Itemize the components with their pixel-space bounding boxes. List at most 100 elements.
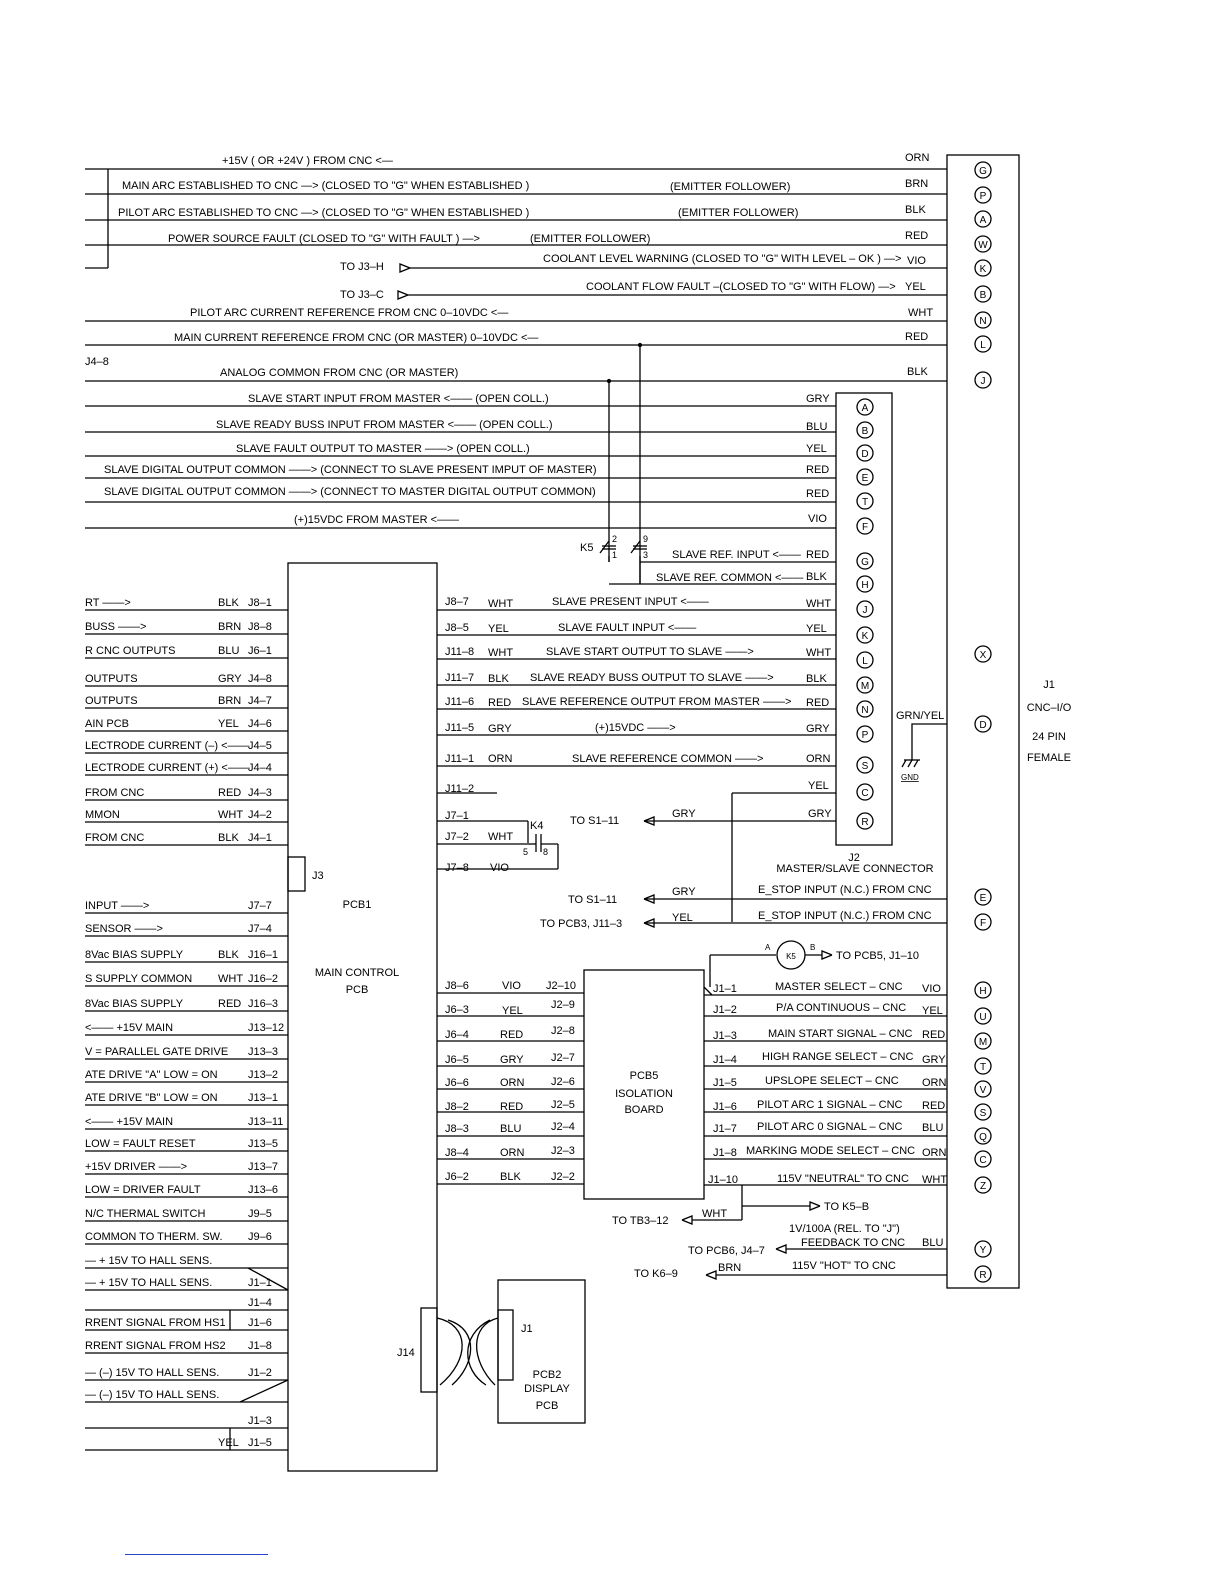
j2-pin-s-label: S xyxy=(862,761,869,772)
j3-connector xyxy=(287,856,306,892)
j1-pin-p-label: P xyxy=(980,191,987,202)
gnd-tick xyxy=(907,759,913,768)
j1-pin-e-label: E xyxy=(980,893,987,904)
slave-ref-common-label: SLAVE REF. COMMON <—— xyxy=(656,572,803,584)
j2-pin-m xyxy=(856,676,874,694)
pcb1-left-pin-11: J7–7 xyxy=(248,900,272,912)
j2-connector-body xyxy=(835,392,893,846)
pcb1-left-text-32: — (–) 15V TO HALL SENS. xyxy=(85,1389,219,1401)
power-fault-label: POWER SOURCE FAULT (CLOSED TO "G" WITH F… xyxy=(168,233,480,245)
pcb1-left-pin-25: J9–6 xyxy=(248,1231,272,1243)
footer-link-underline[interactable] xyxy=(125,1554,268,1555)
j2-pin-s xyxy=(856,756,874,774)
pcb5-board xyxy=(583,969,705,1200)
j1-pin-p xyxy=(974,186,992,204)
pcb1-left-color-9: WHT xyxy=(218,809,243,821)
pcb1-left-pin-20: J13–11 xyxy=(248,1116,283,1128)
pcb1-left-text-3: OUTPUTS xyxy=(85,673,138,685)
estop-2-label: E_STOP INPUT (N.C.) FROM CNC xyxy=(758,910,932,922)
estop-1-label: E_STOP INPUT (N.C.) FROM CNC xyxy=(758,884,932,896)
j1-pin-z-label: Z xyxy=(980,1181,986,1192)
pcb1-left-pin-1: J8–8 xyxy=(248,621,272,633)
w-15vdc-out-color: GRY xyxy=(806,723,830,735)
pcb1-left-text-25: COMMON TO THERM. SW. xyxy=(85,1231,223,1243)
p5l-1-p: J2–9 xyxy=(551,999,575,1011)
j1-pin-r-label: R xyxy=(979,1270,986,1281)
p5r-1-color: YEL xyxy=(922,1005,943,1017)
j1-pin-f-label: F xyxy=(980,918,986,929)
pcb1-right-wires: J8–7 WHT SLAVE PRESENT INPUT <—— WHT J8–… xyxy=(437,596,836,922)
k5-coil-label: K5 xyxy=(786,952,796,961)
w-slave-present-color: WHT xyxy=(806,598,831,610)
slave-ref-common-color: BLK xyxy=(806,571,827,583)
j1-pin-x-label: X xyxy=(980,650,987,661)
pcb1-left-color-34: YEL xyxy=(218,1437,239,1449)
pcb1-title1: MAIN CONTROL xyxy=(315,967,399,979)
w-j7-8-color: VIO xyxy=(490,862,509,874)
j1-pin-c-label: C xyxy=(979,1155,986,1166)
line-15v-color: ORN xyxy=(905,152,930,164)
pcb1-left-pin-34: J1–5 xyxy=(248,1437,272,1449)
pcb1-left-pin-18: J13–2 xyxy=(248,1069,278,1081)
pcb1-left-color-8: RED xyxy=(218,787,241,799)
j1-pin-l-label: L xyxy=(980,340,986,351)
p5r-5-color: RED xyxy=(922,1100,945,1112)
w-slave-fault-input-color: YEL xyxy=(806,623,827,635)
j1-pin-y xyxy=(974,1240,992,1258)
j1-connector-body xyxy=(946,154,1020,1289)
pcb1-left-pin-10: J4–1 xyxy=(248,832,272,844)
pcb5-title2: BOARD xyxy=(624,1104,663,1116)
p5r-3-p: J1–4 xyxy=(713,1054,737,1066)
p5r-5-p: J1–6 xyxy=(713,1101,737,1113)
p5l-2-p: J2–8 xyxy=(551,1025,575,1037)
feedback-color: BLU xyxy=(922,1237,943,1249)
pcb5-name: PCB5 xyxy=(630,1070,659,1082)
w-slave-ready-output: SLAVE READY BUSS OUTPUT TO SLAVE ——> xyxy=(530,672,774,684)
coolant-level-dest: TO J3–H xyxy=(340,261,384,273)
pcb2-title1: DISPLAY xyxy=(524,1383,570,1395)
estop-2-wire: YEL xyxy=(672,912,693,924)
pcb1-left-text-5: AIN PCB xyxy=(85,718,129,730)
pcb1-left-pin-33: J1–3 xyxy=(248,1415,272,1427)
pcb1-left-text-29: RRENT SIGNAL FROM HS1 xyxy=(85,1317,226,1329)
pcb1-left-pin-27: J1–1 xyxy=(248,1277,272,1289)
k5-coil: K5 A B TO PCB5, J1–10 xyxy=(709,940,919,987)
p5l-7-j: J8–4 xyxy=(445,1147,469,1159)
gnd-label: GND xyxy=(901,773,919,782)
k5-label: K5 xyxy=(580,542,593,554)
power-fault-color: RED xyxy=(905,230,928,242)
p5r-2-color: RED xyxy=(922,1029,945,1041)
k5-p9: 9 xyxy=(643,534,648,544)
w-j11-7: J11–7 xyxy=(445,672,474,684)
p5r-3-label: HIGH RANGE SELECT – CNC xyxy=(762,1051,913,1063)
j14-connector xyxy=(420,1307,438,1393)
w-j11-5-color: GRY xyxy=(488,723,512,735)
k4-p5: 5 xyxy=(523,847,528,857)
pcb1-left-color-0: BLK xyxy=(218,597,239,609)
p5r-0-p: J1–1 xyxy=(713,983,737,995)
pcb1-left-pin-5: J4–6 xyxy=(248,718,272,730)
j14-label: J14 xyxy=(397,1347,415,1359)
w-j7-1: J7–1 xyxy=(445,810,469,822)
ribbon-cable xyxy=(436,1317,472,1386)
pcb1-left-text-12: SENSOR ——> xyxy=(85,923,163,935)
j2-pin-r-label: R xyxy=(861,817,868,828)
w-j7-1-color: GRY xyxy=(808,808,832,820)
j2-pin-h-label: H xyxy=(861,580,868,591)
j1-pin-m xyxy=(974,1032,992,1050)
p5r-8-label: 115V "NEUTRAL" TO CNC xyxy=(777,1173,909,1185)
p5r-2-p: J1–3 xyxy=(713,1030,737,1042)
pcb1-left-pin-19: J13–1 xyxy=(248,1092,278,1104)
feedback-1: 1V/100A (REL. TO "J") xyxy=(789,1223,900,1235)
pcb1-left-color-1: BRN xyxy=(218,621,241,633)
slave-digital-2-label: SLAVE DIGITAL OUTPUT COMMON ——> (CONNECT… xyxy=(104,486,596,498)
j1-pin-j-label: J xyxy=(981,376,986,387)
p5l-0-w: VIO xyxy=(502,980,521,992)
j2-pin-l xyxy=(856,651,874,669)
j1-pin-a-label: A xyxy=(980,215,987,226)
pcb2-j1 xyxy=(497,1309,514,1381)
p5l-8-p: J2–2 xyxy=(551,1171,575,1183)
